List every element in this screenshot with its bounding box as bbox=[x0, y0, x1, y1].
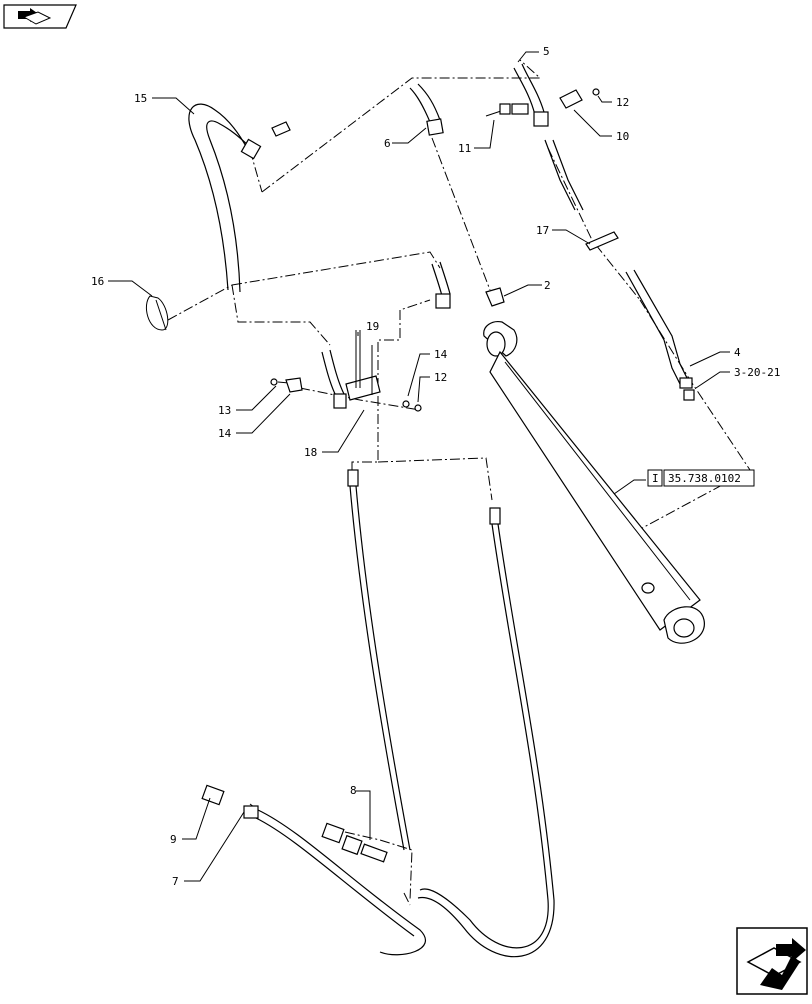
reference-code: 35.738.0102 bbox=[668, 472, 741, 485]
fitting-8 bbox=[321, 822, 388, 863]
clip-16 bbox=[146, 295, 169, 331]
reference-prefix: I bbox=[652, 472, 659, 485]
bolt-13 bbox=[270, 377, 303, 393]
callout-14-right: 14 bbox=[434, 348, 448, 361]
callout-13: 13 bbox=[218, 404, 231, 417]
fitting-9 bbox=[201, 784, 225, 806]
cylinder-1 bbox=[483, 321, 705, 644]
callout-labels: 15 16 6 5 12 10 11 17 2 4 3-20-21 19 14 … bbox=[91, 45, 780, 888]
callout-14-left: 14 bbox=[218, 427, 232, 440]
callout-19: 19 bbox=[366, 320, 379, 333]
callout-2: 2 bbox=[544, 279, 551, 292]
hose-long-right bbox=[417, 507, 555, 958]
leader-lines bbox=[108, 51, 730, 882]
hose-long-left bbox=[347, 469, 411, 851]
callout-11: 11 bbox=[458, 142, 471, 155]
callout-17: 17 bbox=[536, 224, 549, 237]
fitting-2 bbox=[485, 287, 505, 307]
callout-12-top: 12 bbox=[616, 96, 629, 109]
callout-4: 4 bbox=[734, 346, 741, 359]
previous-page-icon[interactable] bbox=[3, 4, 77, 29]
nut-12 bbox=[402, 400, 422, 412]
callout-9: 9 bbox=[170, 833, 177, 846]
callout-16: 16 bbox=[91, 275, 104, 288]
hose-short-right bbox=[431, 261, 451, 309]
callout-10: 10 bbox=[616, 130, 629, 143]
gasket-17 bbox=[585, 231, 619, 251]
hose-6 bbox=[409, 83, 444, 136]
callout-6: 6 bbox=[384, 137, 391, 150]
fitting-7 bbox=[243, 805, 427, 956]
hose-5 bbox=[513, 63, 584, 211]
next-page-icon[interactable] bbox=[736, 927, 808, 995]
callout-3-20-21: 3-20-21 bbox=[734, 366, 780, 379]
callout-5: 5 bbox=[543, 45, 550, 58]
callout-8: 8 bbox=[350, 784, 357, 797]
callout-15: 15 bbox=[134, 92, 147, 105]
bracket-18 bbox=[345, 330, 381, 401]
hose-15 bbox=[188, 103, 291, 293]
callout-7: 7 bbox=[172, 875, 179, 888]
reference-box[interactable]: I 35.738.0102 bbox=[647, 469, 755, 487]
hose-short-left bbox=[321, 349, 347, 409]
callout-18: 18 bbox=[304, 446, 317, 459]
bolt-11 bbox=[485, 103, 529, 117]
connection-lines bbox=[167, 59, 751, 906]
tube-4 bbox=[625, 269, 695, 401]
clamp-10 bbox=[559, 88, 600, 109]
callout-12-mid: 12 bbox=[434, 371, 447, 384]
